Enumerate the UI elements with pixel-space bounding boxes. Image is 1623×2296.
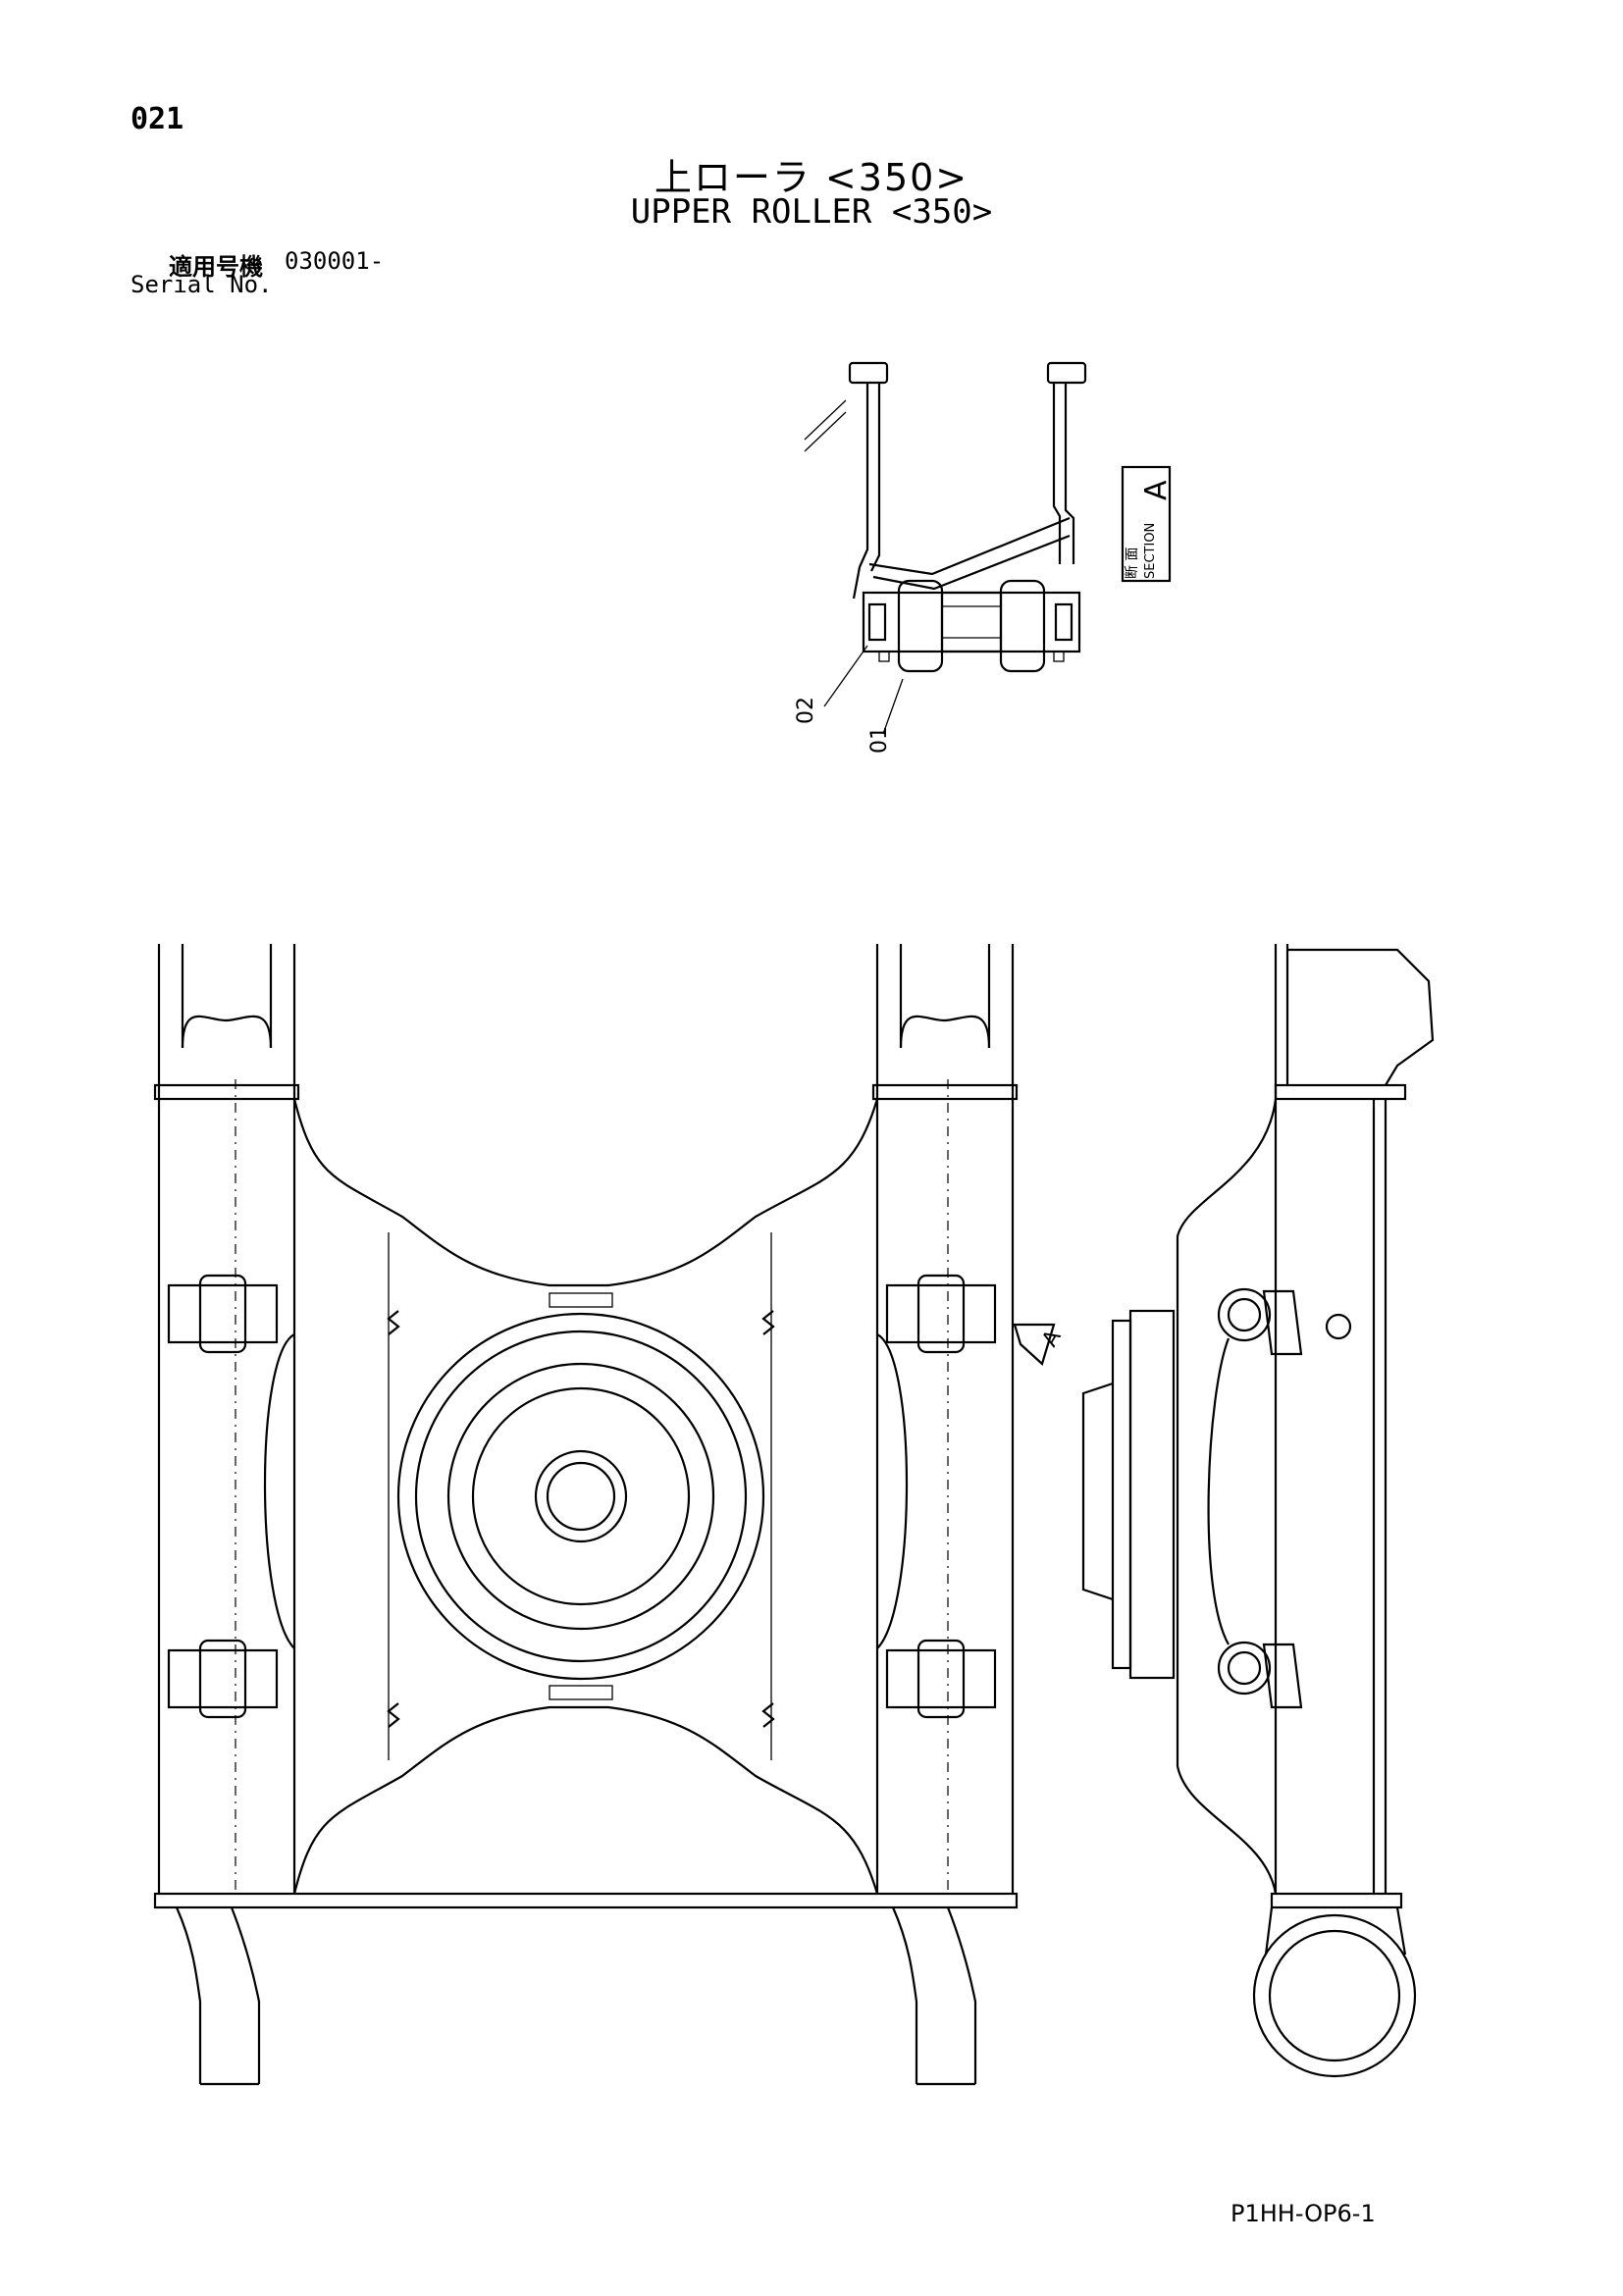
drawing-code: P1HH-OP6-1	[1230, 2200, 1376, 2227]
section-letter: A	[1139, 480, 1174, 500]
section-label-japanese: 断 面	[1125, 548, 1140, 579]
title-english: UPPER ROLLER <350>	[630, 192, 993, 232]
page-number: 021	[131, 102, 184, 136]
side-view-track-frame	[1081, 944, 1435, 2078]
section-a-box	[1121, 465, 1172, 583]
title-japanese: 上ローラ <350>	[654, 156, 969, 199]
section-a-detail: 02 01 断 面 SECTION A	[794, 361, 1174, 754]
serial-label-japanese: 適用号機	[169, 253, 263, 281]
callout-label-02: 02	[794, 697, 818, 724]
serial-label-english: Serial No.	[131, 271, 273, 298]
section-label-english: SECTION	[1143, 523, 1158, 579]
callout-label-01: 01	[867, 726, 892, 754]
serial-number-value: 030001-	[285, 247, 385, 275]
plan-view-track-frame: A	[153, 944, 1067, 2086]
